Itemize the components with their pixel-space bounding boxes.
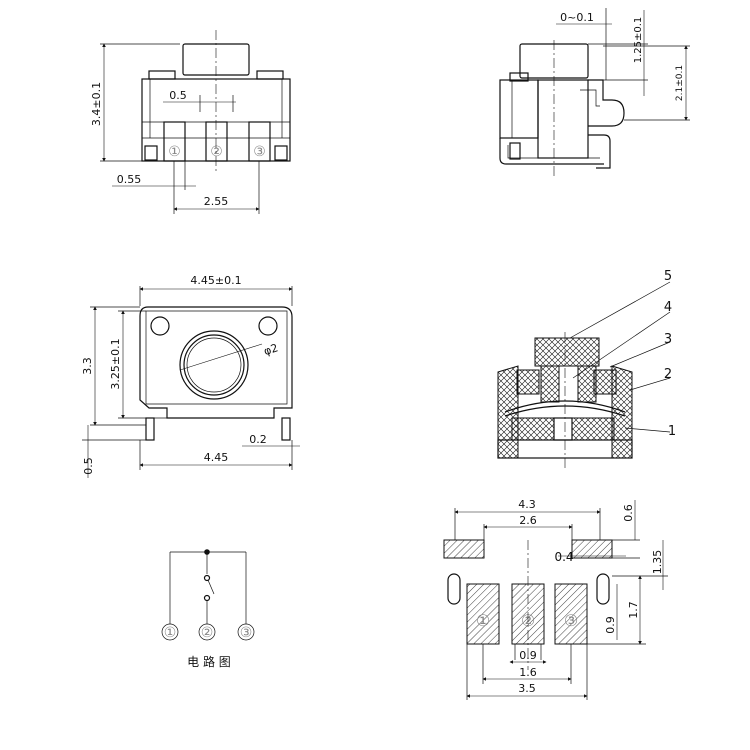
top-width-dim: 4.45 — [204, 451, 229, 464]
fp-pin-1: ① — [476, 611, 490, 630]
circuit-diagram: ① ② ③ 电 路 图 — [161, 549, 255, 669]
top-view: φ2 4.45±0.1 3.3 3.25±0.1 0.5 0.2 4.45 — [81, 274, 300, 478]
fp-span-dim: 3.5 — [518, 682, 536, 695]
top-tab-dim: 0.2 — [249, 433, 267, 446]
footprint-view: ① ② ③ 4.3 2.6 0.6 0.4 1.35 1.7 0.9 — [443, 498, 668, 700]
fp-pad-height-dim: 0.6 — [622, 504, 635, 522]
side-travel-dim: 1.25±0.1 — [633, 17, 644, 64]
top-inner-height-dim: 3.25±0.1 — [109, 338, 122, 389]
front-height-dim: 3.4±0.1 — [90, 82, 103, 126]
circuit-pin-1: ① — [164, 625, 177, 641]
callout-5: 5 — [664, 269, 672, 284]
front-pin-width-dim: 0.55 — [117, 173, 142, 186]
side-view: 0~0.1 1.25±0.1 2.1±0.1 — [499, 8, 690, 178]
callout-1: 1 — [668, 424, 676, 439]
fp-pad-width-dim: 0.9 — [519, 649, 537, 662]
fp-row-dim: 1.7 — [627, 601, 640, 619]
callout-2: 2 — [664, 367, 672, 382]
fp-pad-dim: 0.9 — [604, 616, 617, 634]
circuit-pin-3: ③ — [240, 625, 253, 641]
circuit-title: 电 路 图 — [187, 654, 231, 669]
front-pitch-dim: 2.55 — [204, 195, 229, 208]
circuit-pin-2: ② — [201, 625, 214, 641]
top-lead-dim: 0.5 — [82, 457, 95, 475]
fp-offset-dim: 1.35 — [651, 550, 664, 575]
front-view: ① ② ③ 0.5 3.4±0.1 0.55 2.55 — [90, 30, 291, 214]
fp-pin-3: ③ — [564, 611, 578, 630]
callout-4: 4 — [664, 300, 672, 315]
fp-pad-gap-dim: 0.4 — [554, 550, 573, 564]
front-pin-2: ② — [210, 144, 223, 160]
section-view: 5 4 3 2 1 — [497, 269, 676, 470]
top-button-dia: φ2 — [262, 341, 280, 358]
side-gap-dim: 0~0.1 — [560, 11, 594, 24]
front-pin-3: ③ — [253, 144, 266, 160]
front-stem-dim: 0.5 — [169, 89, 187, 102]
front-pin-1: ① — [168, 144, 181, 160]
callout-3: 3 — [664, 332, 672, 347]
top-width-tol-dim: 4.45±0.1 — [190, 274, 241, 287]
fp-pitch-dim: 1.6 — [519, 666, 537, 679]
side-height-dim: 2.1±0.1 — [675, 65, 685, 101]
top-height-dim: 3.3 — [81, 357, 94, 375]
fp-inner-dim: 2.6 — [519, 514, 537, 527]
fp-overall-dim: 4.3 — [518, 498, 536, 511]
